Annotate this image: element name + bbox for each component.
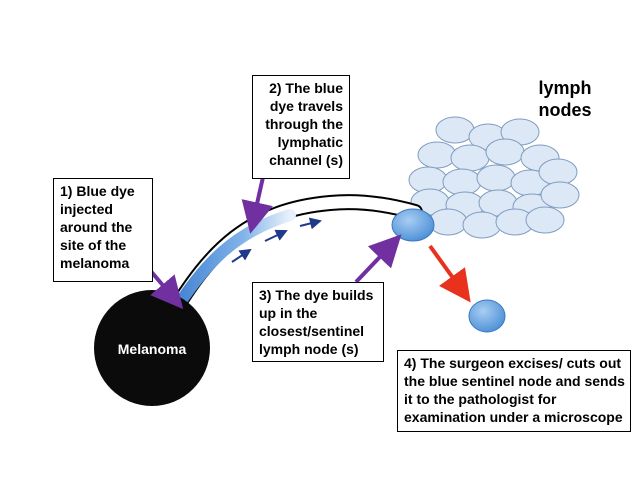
lymph-node [428, 208, 468, 236]
lymph-node [476, 164, 516, 192]
excised-sentinel-node [468, 299, 506, 333]
step-3-box: 3) The dye builds up in the closest/sent… [252, 282, 384, 362]
lymph-node-cluster [408, 116, 580, 239]
arrow-step-3 [354, 234, 402, 284]
flow-arrow [264, 229, 288, 242]
flow-arrow [299, 217, 322, 230]
step-2-box: 2) The blue dye travels through the lymp… [252, 75, 350, 179]
step-1-box: 1) Blue dye injected around the site of … [53, 178, 153, 282]
lymph-node [435, 116, 475, 144]
lymph-node [450, 144, 490, 172]
lymph-node [417, 141, 457, 169]
arrow-excision [428, 244, 471, 303]
lymph-node [485, 138, 525, 166]
lymph-node [540, 181, 580, 209]
sentinel-node [391, 208, 435, 242]
melanoma-label: Melanoma [117, 341, 187, 357]
lymph-node [538, 158, 578, 186]
lymph-nodes-title: lymph nodes [538, 78, 592, 120]
lymph-node [462, 211, 502, 239]
lymph-node [525, 206, 565, 234]
step-4-box: 4) The surgeon excises/ cuts out the blu… [397, 350, 631, 432]
flow-arrow [231, 248, 252, 263]
melanoma-lesion [94, 290, 210, 406]
lymph-node [442, 168, 482, 196]
